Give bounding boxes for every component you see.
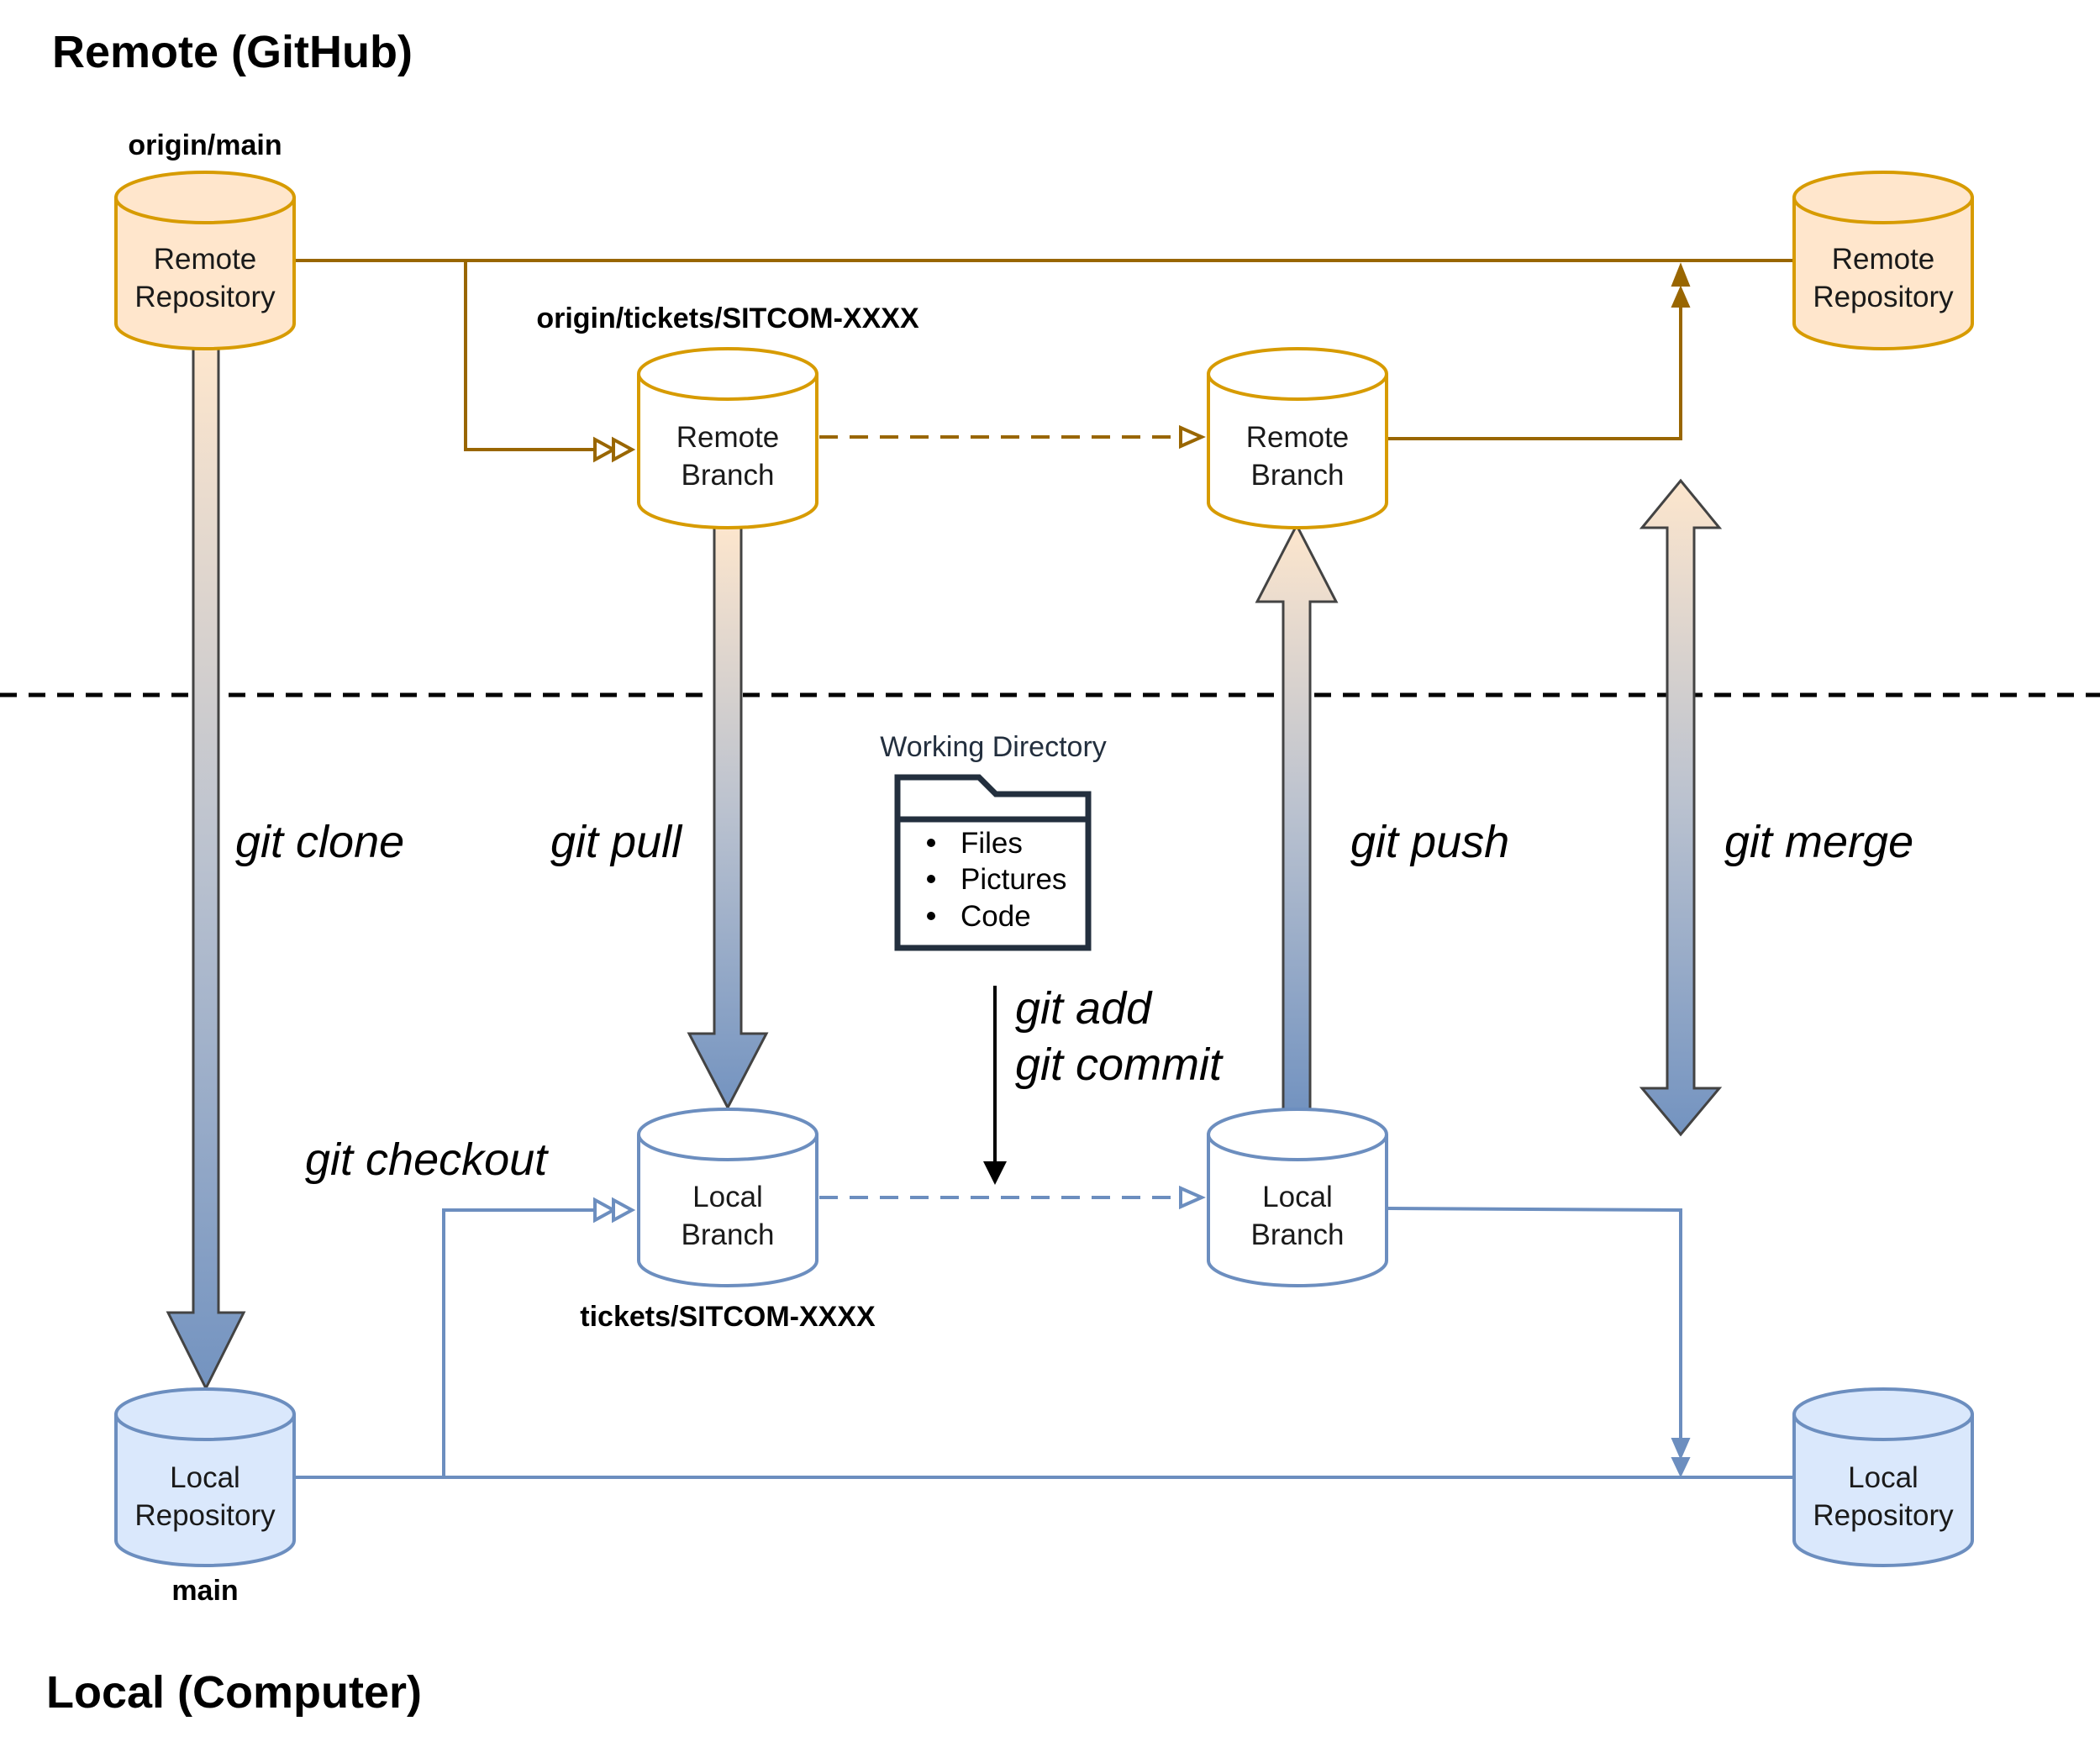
double-arrowhead-remote: [593, 436, 636, 463]
cylinder-label: Remote: [676, 421, 780, 454]
arrowhead-remote-branch-2: [1179, 424, 1206, 450]
merge-to-remote-line: [1388, 290, 1682, 440]
git-clone-arrow: [166, 347, 246, 1392]
cylinder-label: Branch: [1251, 1218, 1345, 1251]
double-arrowhead-merge: [1671, 262, 1691, 308]
working-directory: Working Directory Files Pictures Code: [880, 731, 1107, 951]
cylinder-label: Repository: [1813, 281, 1954, 313]
remote-repository-right: Remote Repository: [1792, 171, 1974, 350]
cylinder-label: Branch: [682, 459, 775, 492]
local-ticket-label: tickets/SITCOM-XXXX: [580, 1301, 876, 1333]
cylinder-label: Branch: [682, 1218, 775, 1251]
bullet: [927, 912, 935, 920]
local-repository-right: Local Repository: [1792, 1387, 1974, 1567]
cylinder-label: Local: [1262, 1181, 1333, 1213]
cylinder-label: Local: [170, 1461, 240, 1494]
cylinder-label: Branch: [1251, 459, 1345, 492]
cylinder-label: Remote: [1832, 243, 1935, 276]
local-repository-left: Local Repository: [114, 1387, 296, 1567]
double-arrowhead-local-merge: [1671, 1438, 1691, 1478]
git-commit-label: git commit: [1015, 1039, 1224, 1090]
local-section-title: Local (Computer): [46, 1667, 422, 1718]
git-pull-arrow: [687, 524, 769, 1111]
origin-ticket-label: origin/tickets/SITCOM-XXXX: [536, 303, 919, 334]
merge-to-local-line: [1387, 1207, 1682, 1445]
add-commit-arrowhead: [983, 1161, 1007, 1185]
origin-main-label: origin/main: [128, 129, 282, 161]
cylinder-label: Local: [1848, 1461, 1918, 1494]
working-directory-item: Code: [961, 900, 1031, 933]
bullet: [927, 839, 935, 847]
git-push-label: git push: [1350, 817, 1509, 867]
git-push-arrow: [1255, 522, 1339, 1111]
remote-repository-left: Remote Repository: [114, 171, 296, 350]
git-add-label: git add: [1015, 983, 1153, 1034]
arrowhead-local-branch-2: [1179, 1185, 1206, 1210]
git-merge-label: git merge: [1724, 817, 1913, 867]
remote-branch-1: Remote Branch: [637, 347, 818, 529]
git-checkout-label: git checkout: [305, 1134, 549, 1185]
folder-icon: [894, 774, 1092, 951]
remote-branch-2: Remote Branch: [1207, 347, 1388, 529]
double-arrowhead-local: [593, 1197, 636, 1224]
local-branch-2: Local Branch: [1207, 1108, 1388, 1287]
working-directory-item: Pictures: [961, 863, 1066, 896]
git-clone-label: git clone: [235, 817, 404, 867]
main-label: main: [171, 1575, 238, 1607]
cylinder-label: Remote: [154, 243, 257, 276]
checkout-line: [442, 1208, 601, 1477]
cylinder-label: Repository: [1813, 1499, 1954, 1532]
cylinder-label: Repository: [134, 281, 276, 313]
git-merge-arrow: [1639, 478, 1723, 1137]
working-directory-item: Files: [961, 827, 1023, 860]
git-pull-label: git pull: [550, 817, 683, 867]
cylinder-label: Remote: [1246, 421, 1350, 454]
working-directory-title: Working Directory: [880, 731, 1107, 763]
remote-section-title: Remote (GitHub): [52, 27, 413, 77]
cylinder-label: Local: [692, 1181, 763, 1213]
branch-create-line: [464, 261, 601, 451]
local-branch-1: Local Branch: [637, 1108, 818, 1287]
cylinder-label: Repository: [134, 1499, 276, 1532]
bullet: [927, 875, 935, 883]
